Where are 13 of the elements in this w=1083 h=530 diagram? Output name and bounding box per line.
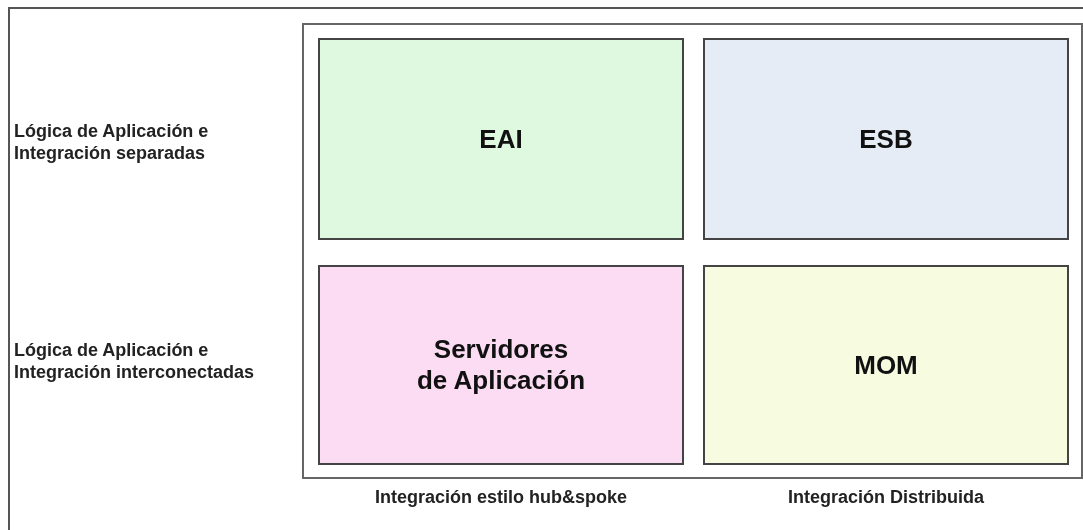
grid-frame <box>302 23 1083 479</box>
category-box <box>703 265 1069 465</box>
box-title: ESB <box>859 123 913 155</box>
box-title: Servidores de Aplicación <box>415 334 587 396</box>
box-title: EAI <box>479 123 523 155</box>
category-box <box>703 38 1069 240</box>
column-label: Integración estilo hub&spoke <box>373 487 628 509</box>
box-title: MOM <box>854 349 918 381</box>
row-label: Lógica de Aplicación e Integración interconectadas <box>14 340 256 384</box>
category-box <box>318 38 684 240</box>
row-label: Lógica de Aplicación e Integración separadas <box>14 121 210 165</box>
column-label: Integración Distribuida <box>787 487 985 509</box>
category-box <box>318 265 684 465</box>
